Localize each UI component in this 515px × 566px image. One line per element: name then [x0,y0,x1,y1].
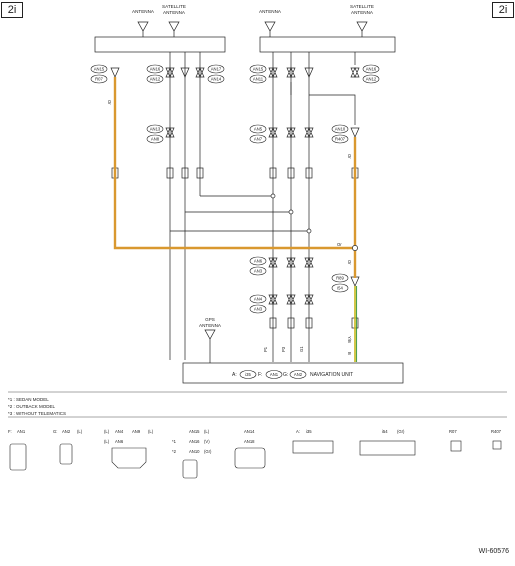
connector-label: AN14 [211,77,222,82]
antenna-label: ANTENNA [259,9,282,14]
antenna-amp-box-right [259,36,396,53]
nav-unit-label: NAVIGATION UNIT [310,372,353,378]
view-prefix: G: [53,429,57,434]
nav-unit-prefix-a: A: [232,372,237,378]
view-connector: i35 [306,429,312,434]
view-suffix: (L) [204,429,210,434]
satellite-antenna-label-bottom: ANTENNA [163,10,186,15]
connector-label: AN5 [254,127,263,132]
connector-label: AN15 [253,67,264,72]
model-notes: *1 : SEDAN MODEL *2 : OUTBACK MODEL *3 :… [8,396,66,417]
antenna-icon [264,21,276,37]
gps-antenna-icon [204,329,216,363]
view-prefix: A: [296,429,300,434]
connector-label: AN15 [94,67,105,72]
connector-label: AN16 [150,67,161,72]
connector-label: AN11 [253,77,264,82]
page-marker-left: 2i [1,2,23,18]
view-suffix: (Gr) [204,449,212,454]
view-connector: AN4 [115,429,124,434]
note-telematics: *3 : WITHOUT TELEMATICS [8,411,67,416]
antenna-amp-box-left [94,36,226,53]
satellite-antenna-icon [356,21,368,37]
connector-label: AN12 [366,77,377,82]
connector-label: AN16 [366,67,377,72]
view-connector: AN2 [62,429,71,434]
connector-label: i54 [337,286,343,291]
connector-label: AN4 [254,297,263,302]
note-sedan: *1 : SEDAN MODEL [8,397,49,402]
connector-label: AN3 [254,307,263,312]
satellite-antenna-icon [168,21,180,37]
view-connector: AN1 [17,429,26,434]
page-marker-right: 2i [492,2,514,18]
view-suffix: (Gr) [397,429,405,434]
note-outback: *2 : OUTBACK MODEL [8,404,56,409]
view-suffix: (L) [77,429,83,434]
view-prefix: (L) [104,439,110,444]
connector-label: R07 [95,77,103,82]
view-note: *1 [172,439,177,444]
connector-label: AN7 [254,137,263,142]
antenna-label: ANTENNA [132,9,155,14]
connector-label: R407 [335,137,346,142]
wire-color-label: Or [347,260,352,265]
wire-color-label: Or [107,100,112,105]
satellite-antenna-label-top: SATELLITE [350,4,374,9]
document-id: WI-60576 [478,548,509,555]
satellite-antenna-label-top: SATELLITE [162,4,186,9]
nav-unit-conn-f: AN1 [270,372,279,377]
wire-color-label: P1 [263,346,268,352]
nav-unit-prefix-g: G: [283,372,288,378]
view-connector: AN18 [244,439,255,444]
connector-face-icons [9,440,502,479]
connector-label: AN8 [151,137,160,142]
antenna-icon [137,21,149,37]
wire-color-label: P3 [281,346,286,352]
gps-antenna-label-bottom: ANTENNA [199,323,222,328]
view-connector: AN9 [132,429,141,434]
connector-label: AN3 [254,269,263,274]
view-connector: AN6 [115,439,124,444]
view-connector: AN15 [189,429,200,434]
view-suffix: (V) [204,439,210,444]
connector-label: AN12 [150,77,161,82]
satellite-antenna-label-bottom: ANTENNA [351,10,374,15]
nav-unit-conn-a: i35 [245,372,251,377]
view-connector: R07 [449,429,457,434]
wire-color-label: Or [347,154,352,159]
orange-harness-wire [113,77,357,278]
wire-color-label: Y/B [347,336,352,343]
view-connector: i54 [382,429,388,434]
nav-unit-prefix-f: F: [258,372,262,378]
wire-color-label: B [347,352,352,355]
view-connector: R407 [491,429,502,434]
connector-label: AN13 [150,127,161,132]
view-suffix: (L) [148,429,154,434]
view-note: *2 [172,449,177,454]
wire-color-label: Or [337,242,342,247]
gps-antenna-label-top: GPS [205,317,215,322]
view-connector: AN10 [189,449,200,454]
nav-unit-conn-g: AN2 [294,372,303,377]
connector-label: AN17 [211,67,222,72]
connector-label: R89 [336,276,344,281]
navigation-unit-box [182,362,404,384]
view-prefix: (L) [104,429,110,434]
connector-label: AN6 [254,259,263,264]
view-prefix: F: [8,429,12,434]
connector-label: AN10 [335,127,346,132]
view-connector: AN16 [189,439,200,444]
wire-color-label: G1 [299,346,304,352]
view-connector: AN14 [244,429,255,434]
